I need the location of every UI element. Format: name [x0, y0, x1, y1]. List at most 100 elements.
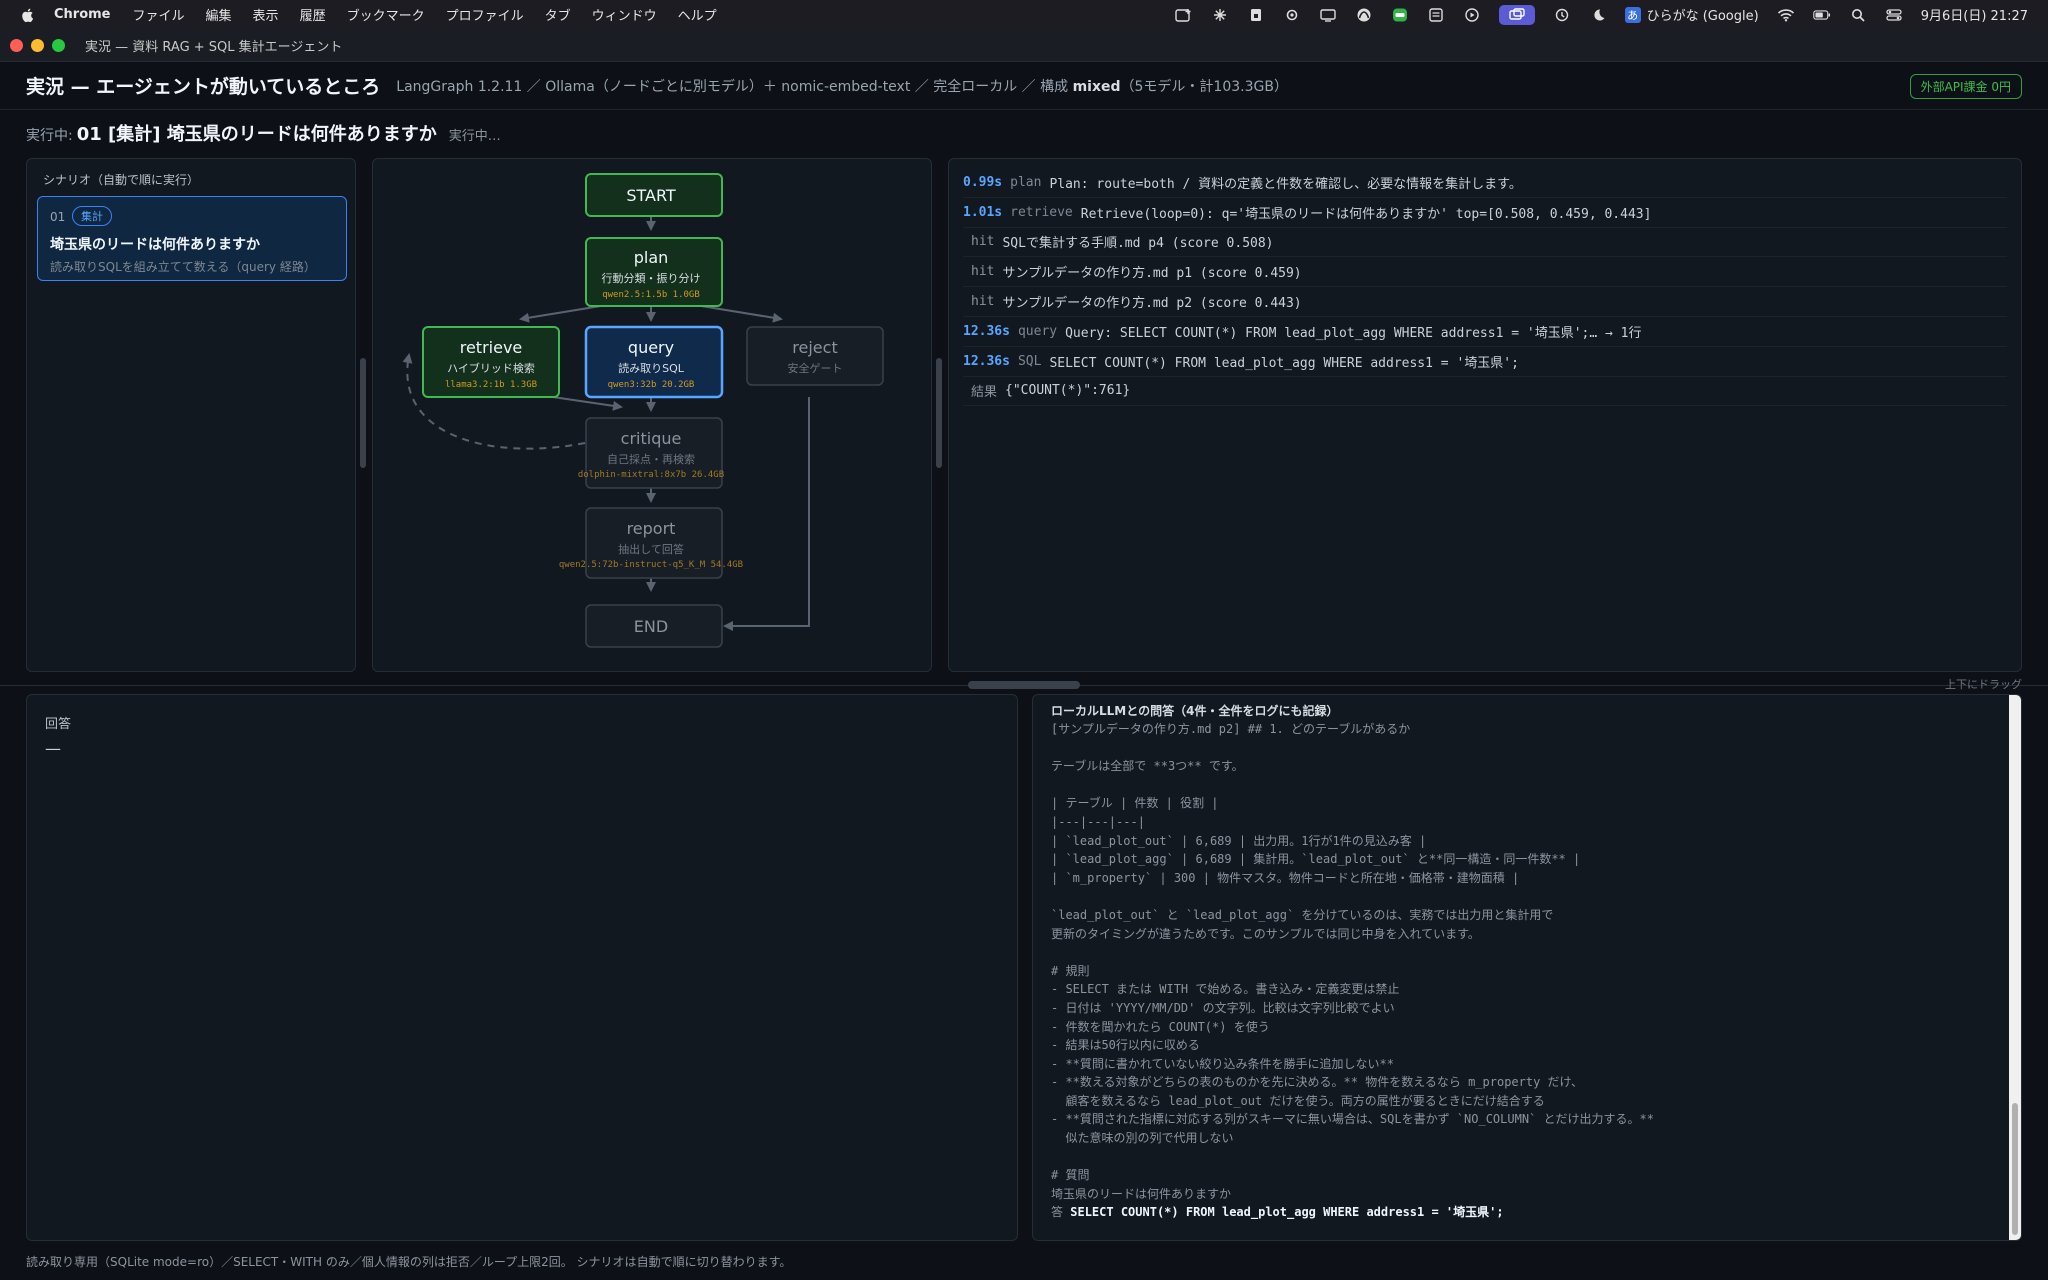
- spotlight-search-icon[interactable]: [1849, 8, 1867, 22]
- log-message: Query: SELECT COUNT(*) FROM lead_plot_ag…: [1065, 326, 1642, 341]
- node-query[interactable]: query 読み取りSQL qwen3:32b 20.2GB: [584, 325, 724, 399]
- menubar-clock[interactable]: 9月6日(日) 21:27: [1920, 9, 2028, 24]
- node-start[interactable]: START: [585, 173, 723, 217]
- running-status: 実行中: 01 [集計] 埼玉県のリードは何件ありますか 実行中…: [26, 120, 501, 146]
- time-machine-icon[interactable]: [1553, 8, 1571, 22]
- node-report[interactable]: report 抽出して回答 qwen2.5:72b-instruct-q5_K_…: [559, 507, 743, 579]
- log-message: サンプルデータの作り方.md p1 (score 0.459): [1002, 266, 1302, 281]
- scenario-title: 埼玉県のリードは何件ありますか: [50, 237, 260, 253]
- log-message: サンプルデータの作り方.md p2 (score 0.443): [1002, 296, 1302, 311]
- node-report-title: report: [627, 519, 676, 538]
- node-end[interactable]: END: [585, 604, 723, 648]
- llm-answer-text: SELECT COUNT(*) FROM lead_plot_agg WHERE…: [1070, 1205, 1504, 1220]
- moon-icon[interactable]: [1589, 8, 1607, 22]
- node-plan-sub: 行動分類・振り分け: [602, 271, 701, 285]
- line-app-icon[interactable]: [1391, 8, 1409, 22]
- node-retrieve-box: [422, 326, 560, 398]
- node-critique[interactable]: critique 自己採点・再検索 dolphin-mixtral:8x7b 2…: [578, 417, 724, 489]
- log-message: Retrieve(loop=0): q='埼玉県のリードは何件ありますか' to…: [1080, 207, 1652, 222]
- llm-transcript[interactable]: [サンプルデータの作り方.md p2] ## 1. どのテーブルがあるか テーブ…: [1051, 720, 1991, 1222]
- left-splitter-handle[interactable]: [360, 358, 366, 468]
- node-retrieve[interactable]: retrieve ハイブリッド検索 llama3.2:1b 1.3GB: [422, 326, 560, 398]
- horizontal-splitter-handle[interactable]: [968, 681, 1080, 689]
- node-retrieve-title: retrieve: [460, 338, 523, 357]
- node-report-box: [585, 507, 723, 579]
- menu-view[interactable]: 表示: [252, 9, 279, 24]
- log-kind: hit: [971, 234, 995, 249]
- node-start-box: [585, 173, 723, 217]
- running-state: 実行中…: [448, 129, 501, 144]
- control-center-icon[interactable]: [1885, 8, 1903, 22]
- menu-tab[interactable]: タブ: [544, 9, 571, 24]
- node-start-title: START: [626, 186, 676, 205]
- menu-edit[interactable]: 編集: [205, 9, 232, 24]
- menu-help[interactable]: ヘルプ: [677, 9, 717, 24]
- wifi-icon[interactable]: [1777, 8, 1795, 22]
- sparkle-icon[interactable]: [1211, 8, 1229, 22]
- log-time: 1.01s: [963, 205, 1003, 220]
- node-query-model: qwen3:32b 20.2GB: [608, 380, 695, 390]
- screen-mirroring-icon[interactable]: [1498, 4, 1535, 25]
- llm-scrollbar[interactable]: [2009, 695, 2021, 1240]
- answer-heading: 回答: [45, 717, 72, 732]
- llm-heading: ローカルLLMとの問答（4件・全件をログにも記録）: [1051, 704, 1339, 718]
- llm-prompt-text: [サンプルデータの作り方.md p2] ## 1. どのテーブルがあるか テーブ…: [1051, 722, 1654, 1201]
- gear-icon[interactable]: [1283, 8, 1301, 22]
- log-time: 0.99s: [963, 175, 1003, 190]
- log-kind: 結果: [971, 385, 998, 400]
- scenario-tag: 集計: [72, 206, 112, 226]
- battery-icon[interactable]: [1812, 8, 1831, 22]
- node-plan[interactable]: plan 行動分類・振り分け qwen2.5:1.5b 1.0GB: [585, 237, 723, 307]
- menu-profiles[interactable]: プロファイル: [445, 9, 524, 24]
- node-reject-title: reject: [792, 338, 837, 357]
- notes-icon[interactable]: [1427, 7, 1445, 22]
- window-minimize-button[interactable]: [31, 38, 44, 52]
- node-retrieve-model: llama3.2:1b 1.3GB: [445, 380, 537, 390]
- window-titlebar: 実況 — 資料 RAG + SQL 集計エージェント: [0, 29, 2048, 62]
- log-result-entry: 結果{"COUNT(*)":761}: [963, 376, 2007, 406]
- api-cost-badge: 外部API課金 0円: [1909, 74, 2022, 99]
- node-critique-sub: 自己採点・再検索: [607, 452, 695, 466]
- arc-icon[interactable]: [1355, 8, 1373, 22]
- graph-panel: START plan 行動分類・振り分け qwen2.5:1.5b 1.0GB …: [372, 158, 932, 672]
- app-header: 実況 — エージェントが動いているところ LangGraph 1.2.11 ／ …: [0, 62, 2048, 110]
- agent-graph: START plan 行動分類・振り分け qwen2.5:1.5b 1.0GB …: [402, 173, 884, 648]
- node-report-model: qwen2.5:72b-instruct-q5_K_M 54.4GB: [559, 560, 743, 570]
- node-query-box: [584, 325, 724, 399]
- edge-critique-retrieve-loop: [402, 353, 586, 450]
- play-icon[interactable]: [1463, 7, 1481, 22]
- menu-history[interactable]: 履歴: [299, 9, 326, 24]
- page-title: 実況 — エージェントが動いているところ: [26, 76, 381, 98]
- scenario-card[interactable]: 01 集計 埼玉県のリードは何件ありますか 読み取りSQLを組み立てて数える（q…: [37, 196, 347, 281]
- llm-answer-prefix: 答: [1051, 1205, 1064, 1220]
- menu-bookmarks[interactable]: ブックマーク: [346, 9, 425, 24]
- llm-scrollbar-thumb[interactable]: [2012, 1103, 2018, 1235]
- menu-app-name[interactable]: Chrome: [54, 7, 111, 22]
- node-reject[interactable]: reject 安全ゲート: [746, 326, 884, 386]
- input-method-menu[interactable]: あ ひらがな (Google): [1624, 5, 1759, 24]
- window-zoom-button[interactable]: [52, 38, 65, 52]
- node-query-sub: 読み取りSQL: [618, 361, 685, 375]
- menubar: Chrome ファイル 編集 表示 履歴 ブックマーク プロファイル タブ ウィ…: [0, 0, 2048, 29]
- menu-file[interactable]: ファイル: [132, 9, 185, 24]
- screen-capture-icon[interactable]: [1174, 8, 1193, 22]
- node-reject-box: [746, 326, 884, 386]
- window-close-button[interactable]: [10, 38, 23, 52]
- document-lock-icon[interactable]: [1247, 8, 1265, 22]
- node-critique-title: critique: [621, 429, 682, 448]
- node-critique-box: [585, 417, 723, 489]
- log-time: 12.36s: [963, 354, 1010, 369]
- apple-icon[interactable]: [20, 7, 36, 23]
- scenario-panel: シナリオ（自動で順に実行） 01 集計 埼玉県のリードは何件ありますか 読み取り…: [26, 158, 356, 672]
- display-icon[interactable]: [1319, 8, 1337, 22]
- node-query-title: query: [628, 338, 674, 357]
- middle-splitter-handle[interactable]: [936, 358, 942, 468]
- node-plan-box: [585, 237, 723, 307]
- input-method-icon: あ: [1624, 6, 1641, 23]
- menu-window[interactable]: ウィンドウ: [591, 9, 657, 24]
